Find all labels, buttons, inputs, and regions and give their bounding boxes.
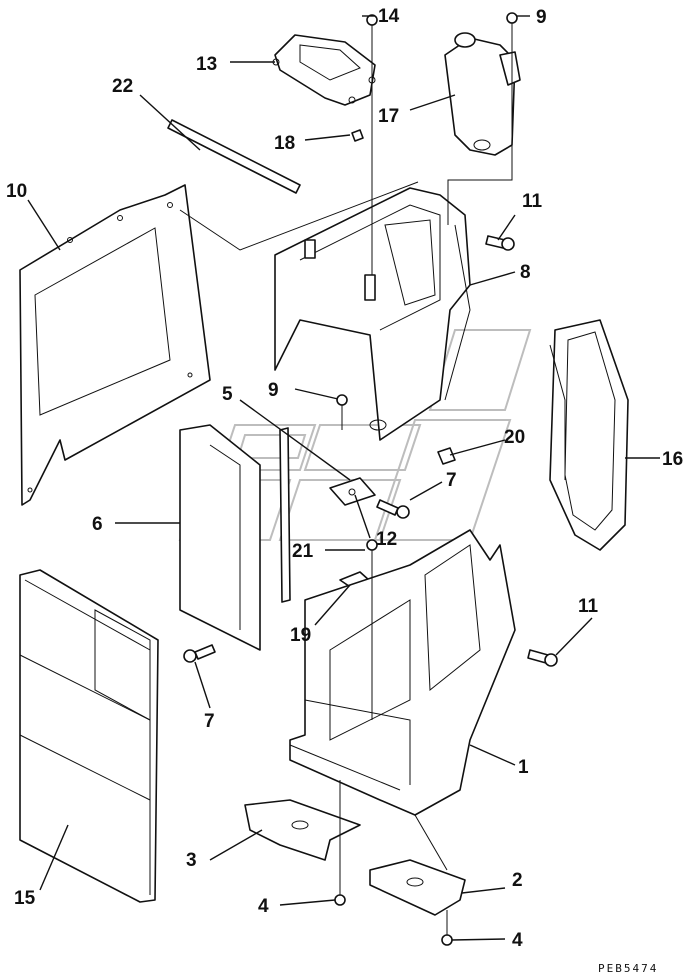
filter-element-part-15	[19, 569, 159, 903]
filter-cover-part-16	[549, 319, 629, 551]
duct-panel-part-6	[179, 424, 261, 651]
rod-part-5	[279, 427, 291, 603]
callout-5: 5	[222, 384, 233, 405]
bolt-part-9-upper	[506, 12, 518, 55]
callout-4-left: 4	[258, 896, 269, 917]
callout-20: 20	[504, 427, 525, 448]
bolt-part-4-right	[441, 910, 453, 946]
callout-4-right: 4	[512, 930, 523, 951]
nut-part-18	[351, 129, 364, 142]
callout-9-lower: 9	[268, 380, 279, 401]
callout-7-lower: 7	[204, 711, 215, 732]
leader-lines	[27, 15, 660, 941]
clamp-part-12	[329, 477, 376, 506]
callout-10: 10	[6, 181, 27, 202]
callout-2: 2	[512, 870, 523, 891]
lower-bracket-part-2	[369, 859, 466, 916]
drawing-code: PEB5474	[598, 962, 658, 975]
callout-14: 14	[378, 6, 400, 27]
callout-11-lower: 11	[578, 596, 599, 617]
callout-7-upper: 7	[446, 470, 457, 491]
callout-6: 6	[92, 514, 103, 535]
bolt-part-21	[366, 539, 378, 580]
clip-part-20	[437, 447, 456, 465]
callout-1: 1	[518, 757, 529, 778]
reservoir-tank-part-17	[444, 32, 521, 156]
controller-part-13	[272, 34, 376, 106]
callout-12: 12	[376, 529, 397, 550]
callout-8: 8	[520, 262, 531, 283]
callout-3: 3	[186, 850, 197, 871]
upper-frame-part-8	[274, 187, 471, 441]
callout-13: 13	[196, 54, 217, 75]
callout-18: 18	[274, 133, 295, 154]
callout-17: 17	[378, 106, 399, 127]
lower-case-part-1	[289, 529, 516, 816]
bolt-part-11-lower	[527, 649, 558, 667]
bolt-part-7-lower	[183, 644, 216, 663]
bolt-part-14	[366, 14, 378, 60]
callout-22: 22	[112, 76, 133, 97]
side-plate-part-10	[19, 184, 211, 506]
assembly-lines	[179, 55, 513, 871]
callout-21: 21	[292, 541, 314, 562]
callout-16: 16	[662, 449, 683, 470]
seal-strip-part-22	[167, 119, 301, 194]
bolt-part-7-upper	[376, 499, 410, 519]
callout-11-upper: 11	[522, 191, 543, 212]
bolt-part-4-left	[334, 870, 346, 906]
lower-bracket-part-3	[244, 799, 361, 861]
callout-9-upper: 9	[536, 7, 547, 28]
callout-15: 15	[14, 888, 36, 909]
callout-19: 19	[290, 625, 311, 646]
